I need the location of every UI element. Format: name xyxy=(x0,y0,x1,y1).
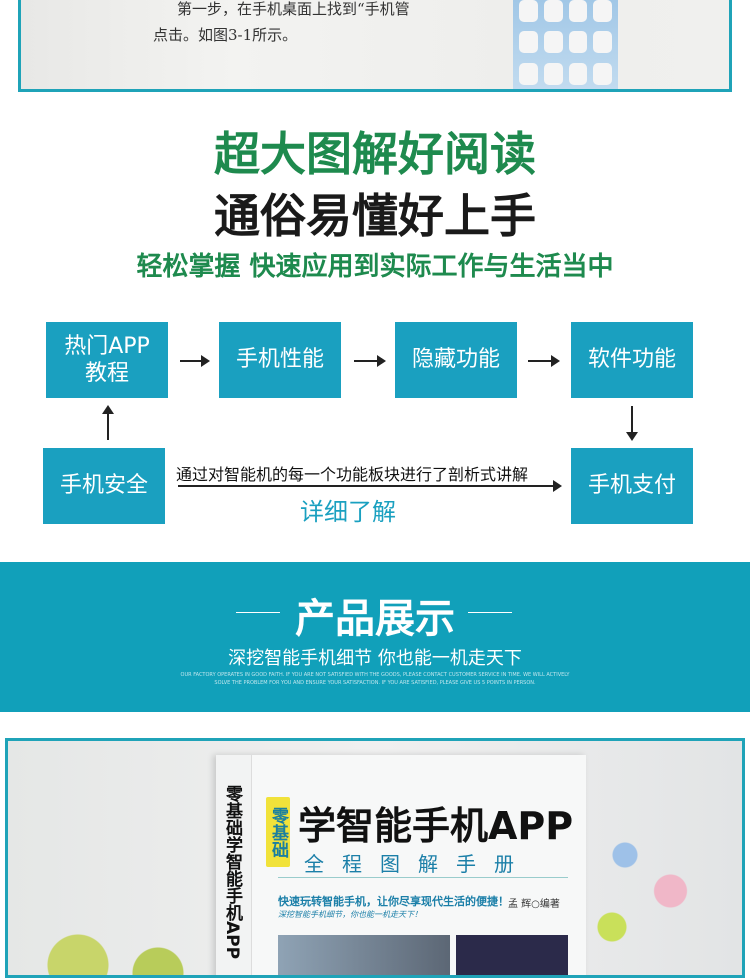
phone-screen-image xyxy=(513,0,618,89)
arrow-down-icon xyxy=(626,406,638,441)
page-text-line: 点击。如图3-1所示。 xyxy=(153,26,298,44)
book-slogan-2: 深挖智能手机细节，你也能一机走天下！ xyxy=(278,910,422,919)
plant-decoration xyxy=(18,901,218,975)
divider xyxy=(236,612,280,613)
book-spine: 零基础学智能手机APP xyxy=(216,755,252,975)
arrow-right-icon xyxy=(528,355,560,367)
flow-box-hot-app: 热门APP 教程 xyxy=(46,322,168,398)
flow-box-payment: 手机支付 xyxy=(571,448,693,524)
cover-image xyxy=(456,935,568,975)
flow-box-software: 软件功能 xyxy=(571,322,693,398)
flow-description: 通过对智能机的每一个功能板块进行了剖析式讲解 xyxy=(176,465,529,484)
headline-3: 轻松掌握 快速应用到实际工作与生活当中 xyxy=(136,252,614,282)
book-title: 学智能手机APP xyxy=(298,804,574,848)
book-cover: 零基础学智能手机APP 零基础 学智能手机APP 全程图解手册 快速玩转智能手机… xyxy=(216,755,586,975)
flow-box-hidden: 隐藏功能 xyxy=(395,322,517,398)
book-page-photo: 第一步，在手机桌面上找到“手机管 点击。如图3-1所示。 xyxy=(18,0,732,92)
banner-title: 产品展示 xyxy=(295,596,455,642)
banner-subtitle: 深挖智能手机细节 你也能一机走天下 xyxy=(228,648,522,669)
book-author: 孟 辉○编著 xyxy=(508,899,560,910)
headline-2: 通俗易懂好上手 xyxy=(214,189,536,243)
banner-english-text: OUR FACTORY OPERATES IN GOOD FAITH. IF Y… xyxy=(180,672,570,686)
headline-1: 超大图解好阅读 xyxy=(214,127,536,181)
page-text-line: 第一步，在手机桌面上找到“手机管 xyxy=(177,0,410,18)
product-photo: 零基础学智能手机APP 零基础 学智能手机APP 全程图解手册 快速玩转智能手机… xyxy=(5,738,745,978)
book-subtitle: 全程图解手册 xyxy=(304,852,532,876)
cover-image xyxy=(278,935,450,975)
product-showcase-banner: 产品展示 深挖智能手机细节 你也能一机走天下 OUR FACTORY OPERA… xyxy=(0,562,750,712)
divider xyxy=(278,877,568,878)
book-slogan: 快速玩转智能手机，让你尽享现代生活的便捷！ xyxy=(278,895,509,908)
arrow-right-icon xyxy=(354,355,386,367)
book-badge: 零基础 xyxy=(266,797,290,867)
flow-box-performance: 手机性能 xyxy=(219,322,341,398)
flower-decoration xyxy=(573,801,703,975)
arrow-right-icon xyxy=(178,480,562,492)
flow-box-security: 手机安全 xyxy=(43,448,165,524)
learn-more-link[interactable]: 详细了解 xyxy=(300,498,396,526)
divider xyxy=(468,612,512,613)
arrow-right-icon xyxy=(180,355,210,367)
arrow-up-icon xyxy=(102,405,114,440)
